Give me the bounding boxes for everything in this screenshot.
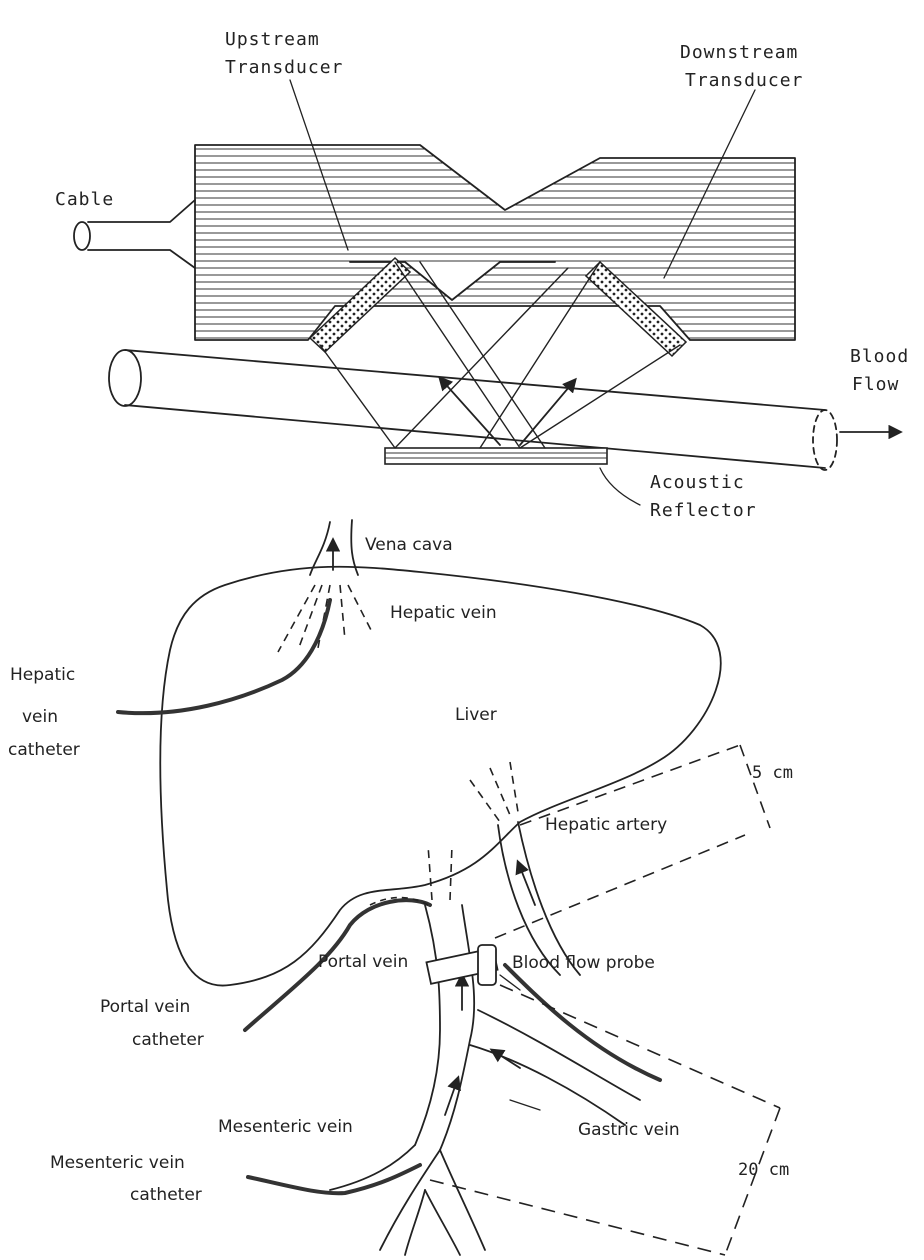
blood-flow-label: Blood [850, 346, 909, 367]
liver-outline [160, 567, 720, 986]
vena-cava-label: Vena cava [365, 535, 453, 555]
gastric-vein-arrow [492, 1050, 520, 1068]
acoustic-reflector-label-2: Reflector [650, 500, 757, 521]
mesenteric-vein-label: Mesenteric vein [218, 1117, 353, 1137]
portal-vein-catheter-label-2: catheter [132, 1030, 204, 1050]
portal-vein-label: Portal vein [318, 952, 408, 972]
acoustic-reflector-label: Acoustic [650, 472, 745, 493]
distance-5cm-label: 5 cm [752, 763, 793, 783]
probe-body [190, 145, 800, 340]
upstream-transducer-label-2: Transducer [225, 57, 343, 78]
hepatic-artery-label: Hepatic artery [545, 815, 667, 835]
gastric-catheter [505, 965, 660, 1080]
hepatic-vein-catheter-label: Hepatic [10, 665, 75, 685]
upstream-crystal [310, 258, 410, 352]
upstream-transducer-label: Upstream [225, 29, 320, 50]
hepatic-artery-arrow [518, 862, 535, 905]
beam-arrow-right [520, 380, 575, 445]
downstream-transducer-label: Downstream [680, 42, 798, 63]
cable-label: Cable [55, 189, 114, 210]
hepatic-vein-catheter-label-3: catheter [8, 740, 80, 760]
liver-label: Liver [455, 705, 497, 725]
hepatic-vein-catheter [118, 600, 330, 713]
blood-flow-probe-head [478, 945, 496, 985]
cable [74, 200, 195, 268]
portal-vein-branches [428, 845, 452, 900]
hepatic-artery-branches [470, 762, 518, 822]
hepatic-vein-label: Hepatic vein [390, 603, 497, 623]
mesenteric-vein-catheter-label: Mesenteric vein [50, 1153, 185, 1173]
blood-flow-probe-label: Blood flow probe [512, 953, 655, 973]
mesenteric-vein [330, 1145, 485, 1255]
mesenteric-vein-arrow [445, 1078, 458, 1115]
distance-20cm-label: 20 cm [738, 1160, 789, 1180]
downstream-transducer-label-2: Transducer [685, 70, 803, 91]
mesenteric-vein-catheter-label-2: catheter [130, 1185, 202, 1205]
gastric-vein-label: Gastric vein [578, 1120, 680, 1140]
gastric-vein [470, 1010, 640, 1125]
liver-diagram: Vena cava Hepatic vein Hepatic vein cath… [8, 520, 793, 1255]
portal-vein-catheter-label: Portal vein [100, 997, 190, 1017]
acoustic-reflector [385, 448, 607, 464]
blood-flow-label-2: Flow [852, 374, 899, 395]
transducer-diagram: Upstream Transducer Downstream Transduce… [55, 29, 909, 521]
hepatic-vein-catheter-label-2: vein [22, 707, 58, 727]
portal-vein [415, 905, 474, 1150]
downstream-crystal [586, 262, 686, 356]
